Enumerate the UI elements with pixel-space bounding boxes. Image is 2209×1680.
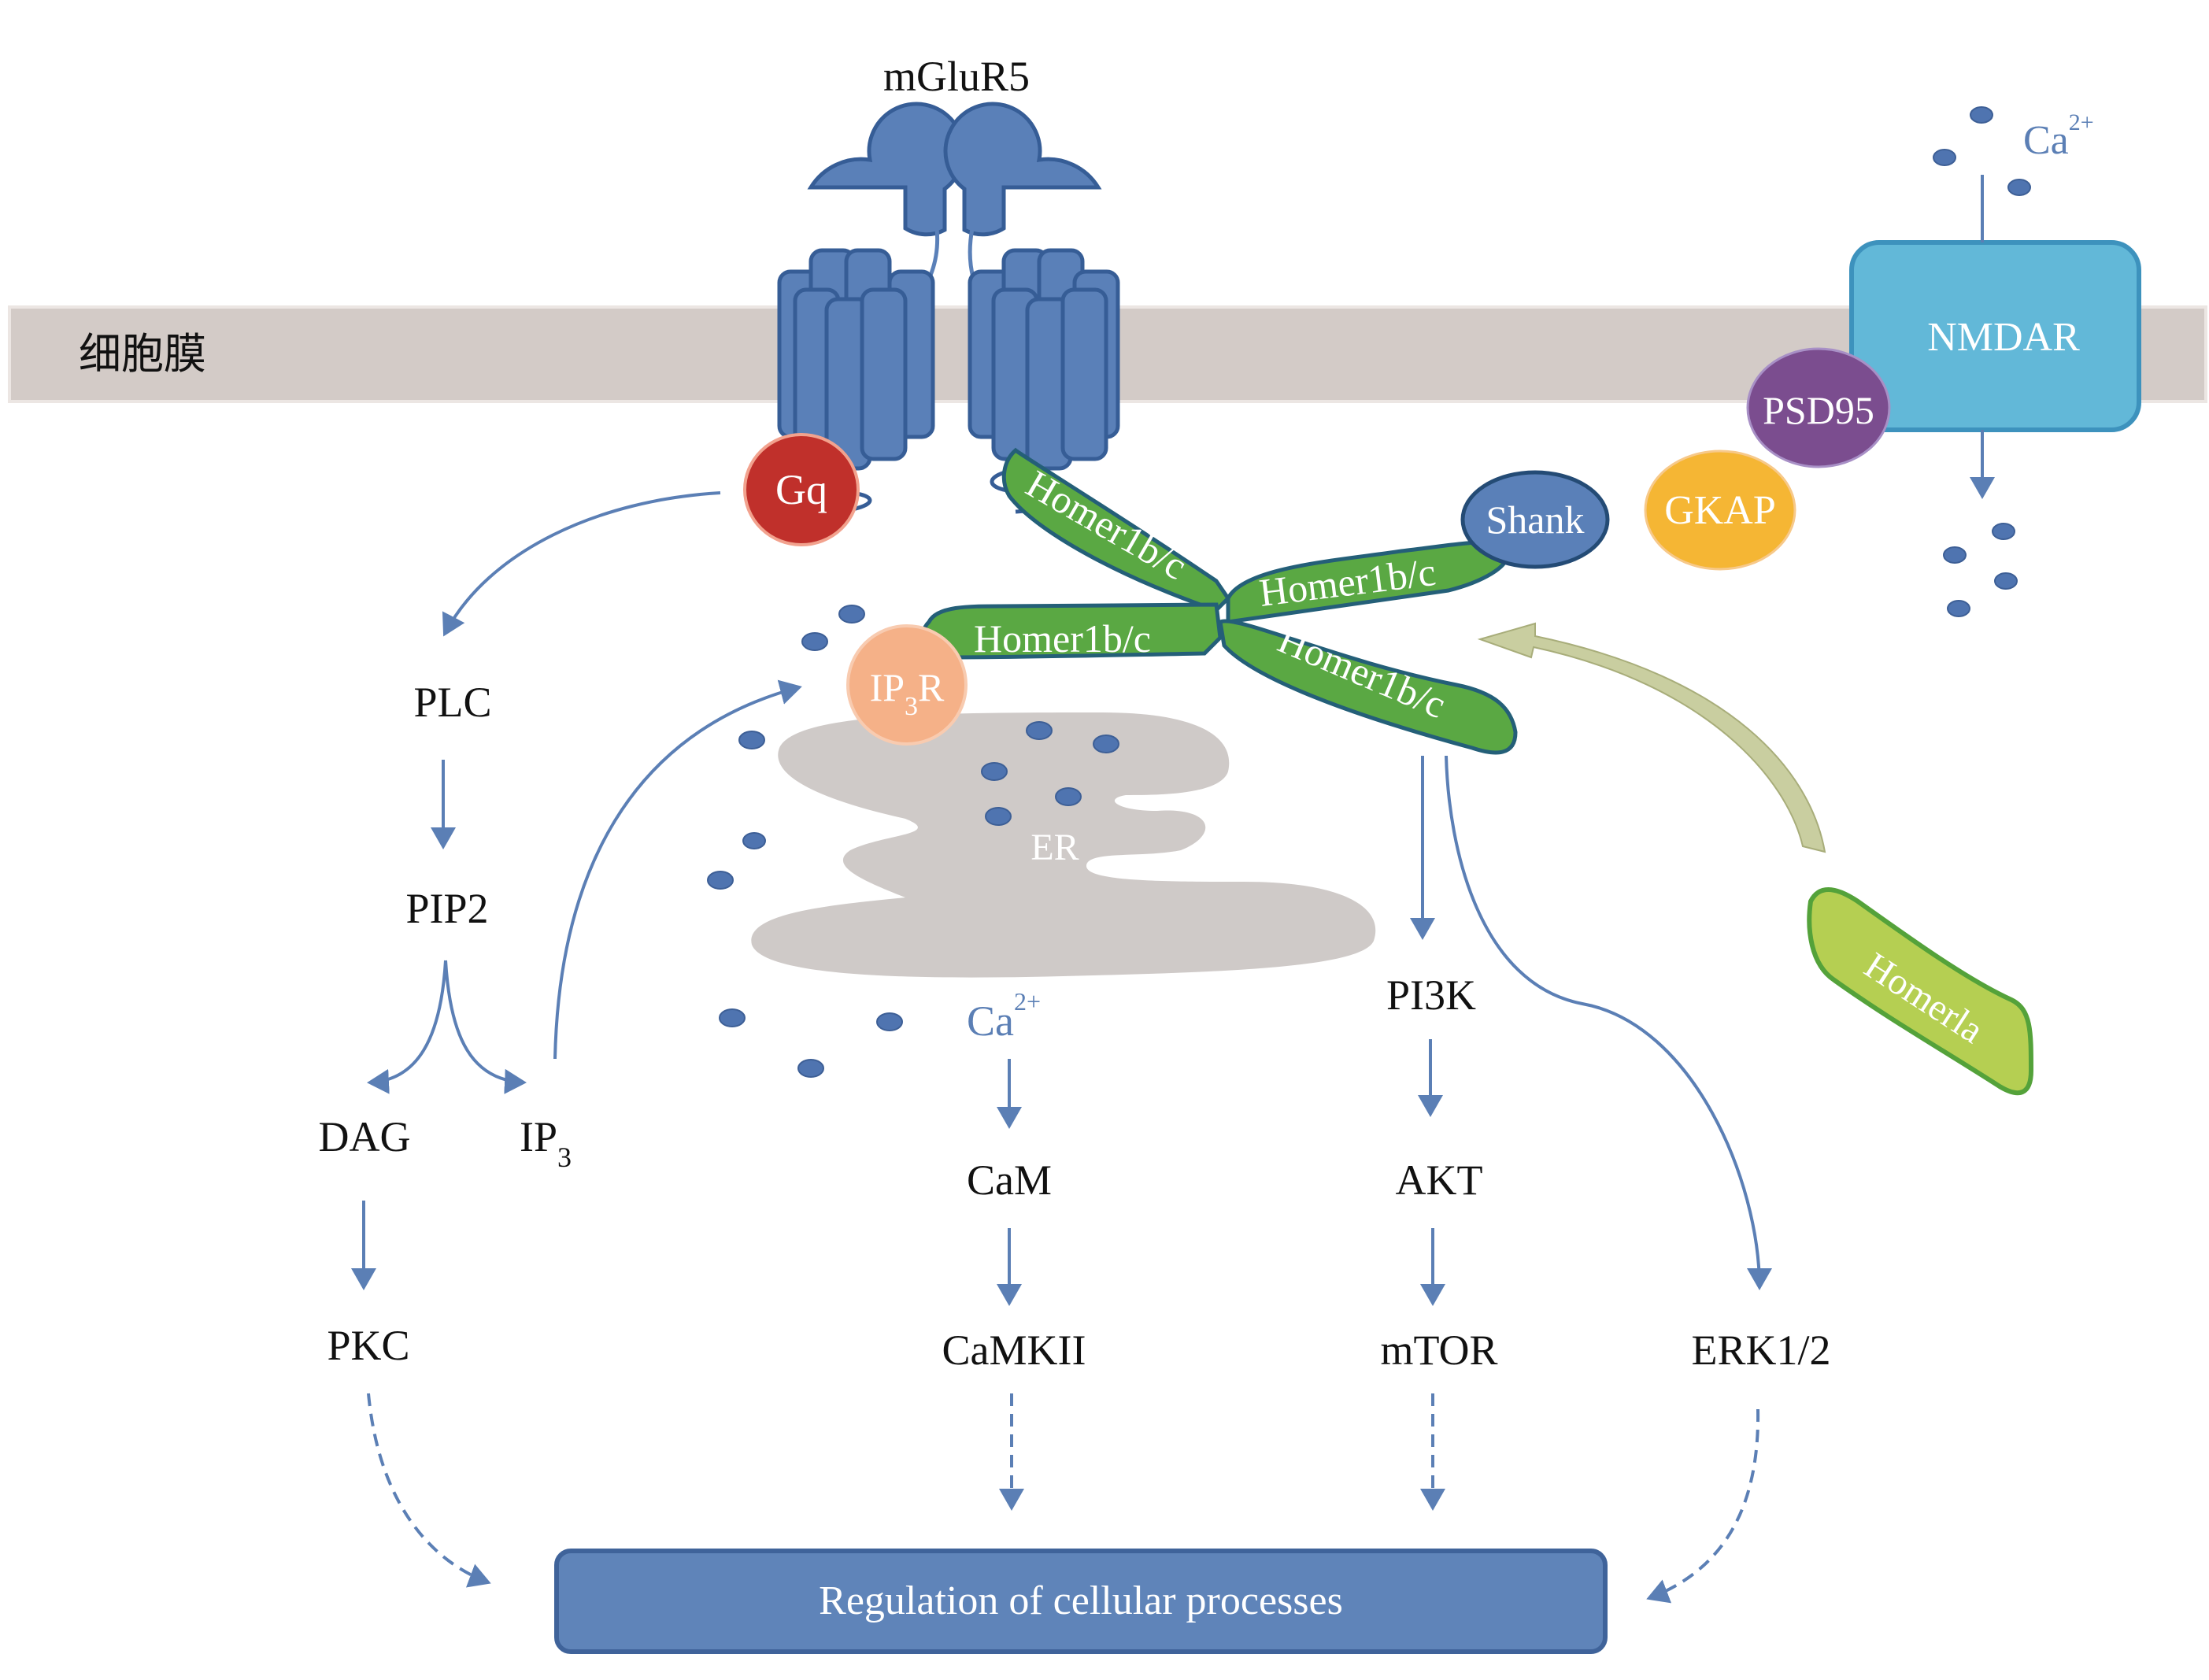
erk-to-outcome-arrow xyxy=(1646,1408,1760,1604)
endoplasmic-reticulum: ER xyxy=(751,712,1376,978)
membrane-label: 细胞膜 xyxy=(79,331,206,378)
calcium-label-er: Ca2+ xyxy=(967,987,1041,1045)
pip2-to-dag-arrow xyxy=(367,960,447,1094)
psd95-label: PSD95 xyxy=(1763,388,1874,432)
ip3-to-ip3r-arrow xyxy=(553,679,802,1060)
gq-protein: Gq xyxy=(743,433,860,546)
homer1a-arrow xyxy=(1477,622,1826,853)
pi3k-label: PI3K xyxy=(1386,971,1476,1019)
ip3-receptor: IP3R xyxy=(846,624,968,746)
dag-label: DAG xyxy=(319,1113,411,1160)
nmdar-channel: NMDAR xyxy=(1849,240,2141,432)
calcium-ions-er xyxy=(707,605,1119,1078)
gq-to-plc-arrow xyxy=(442,491,721,637)
psd95-protein: PSD95 xyxy=(1746,347,1891,468)
ip3-label: IP3 xyxy=(520,1113,572,1173)
gkap-protein: GKAP xyxy=(1644,450,1796,571)
pkc-to-outcome-arrow xyxy=(367,1393,491,1588)
erk-label: ERK1/2 xyxy=(1691,1327,1830,1374)
mglur5-receptor-left xyxy=(777,102,966,514)
camkii-label: CaMKII xyxy=(942,1327,1086,1374)
pip2-to-ip3-arrow xyxy=(444,960,527,1094)
homer-to-erk-arrow xyxy=(1445,755,1772,1290)
shank-protein: Shank xyxy=(1460,470,1610,569)
cam-label: CaM xyxy=(967,1156,1052,1204)
gkap-label: GKAP xyxy=(1664,488,1776,533)
mtor-label: mTOR xyxy=(1380,1327,1497,1374)
homer1bc-complex: Homer1b/c Homer1b/c Homer1b/c Homer1b/c xyxy=(920,447,1518,755)
akt-label: AKT xyxy=(1396,1156,1483,1204)
outcome-label: Regulation of cellular processes xyxy=(819,1578,1343,1623)
homer-label-lower-left: Homer1b/c xyxy=(974,616,1151,661)
mglur5-label: mGluR5 xyxy=(883,53,1030,100)
shank-label: Shank xyxy=(1486,498,1585,542)
plc-label: PLC xyxy=(413,679,491,726)
calcium-ions-nmdar xyxy=(1933,106,2031,617)
nmdar-label: NMDAR xyxy=(1927,315,2080,360)
ligand-binding-domain-right xyxy=(943,102,1102,237)
gq-label: Gq xyxy=(775,466,827,513)
ligand-binding-domain-left xyxy=(807,102,966,237)
mglur5-receptor-right xyxy=(943,102,1120,514)
calcium-label-top: Ca2+ xyxy=(2023,109,2094,163)
outcome-box: Regulation of cellular processes xyxy=(554,1549,1608,1654)
er-label: ER xyxy=(1030,827,1079,868)
ip3r-label: IP3R xyxy=(870,665,945,721)
pkc-label: PKC xyxy=(327,1322,409,1369)
homer1a-protein: Homerla xyxy=(1807,887,2034,1096)
pip2-label: PIP2 xyxy=(405,885,488,932)
